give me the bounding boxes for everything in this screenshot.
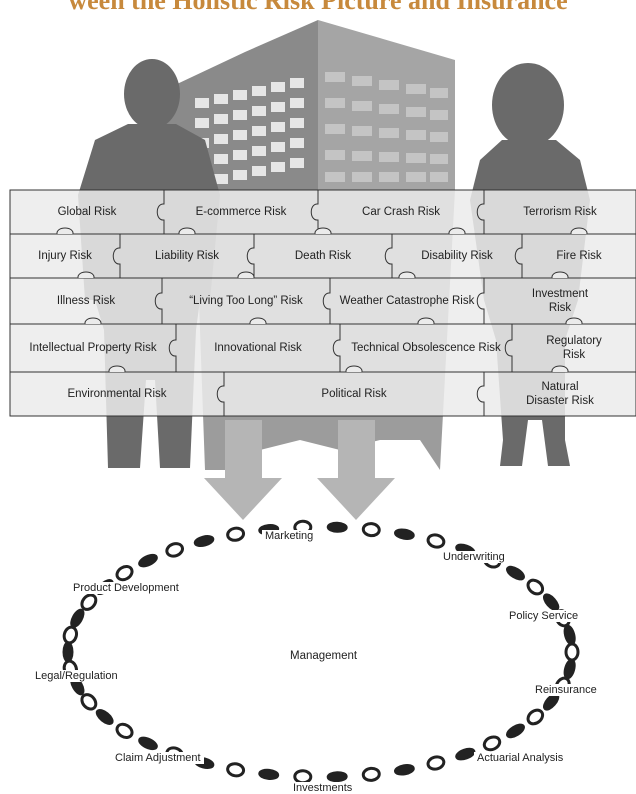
puzzle-piece-label: Liability Risk bbox=[155, 250, 219, 262]
puzzle-piece-label: Death Risk bbox=[294, 250, 352, 262]
puzzle-piece-label: Political Risk bbox=[321, 388, 387, 400]
risk-puzzle bbox=[9, 189, 636, 417]
puzzle-piece-label: Terrorism Risk bbox=[523, 206, 597, 218]
puzzle-piece-label: Innovational Risk bbox=[214, 342, 302, 354]
chain-ring bbox=[62, 519, 580, 785]
down-arrow-icon bbox=[204, 420, 282, 520]
puzzle-piece-label: Injury Risk bbox=[38, 250, 92, 262]
puzzle-piece-label: Technical Obsolescence Risk bbox=[351, 342, 501, 354]
cycle-node-label: Investments bbox=[290, 782, 356, 794]
cycle-node-label: Actuarial Analysis bbox=[474, 752, 567, 764]
puzzle-piece-label: Environmental Risk bbox=[67, 388, 167, 400]
puzzle-piece-label: Disability Risk bbox=[421, 250, 493, 262]
puzzle-piece-label: E-commerce Risk bbox=[195, 206, 287, 218]
puzzle-piece-label: Regulatory Risk bbox=[546, 335, 602, 361]
cycle-center-label: Management bbox=[290, 650, 358, 662]
puzzle-piece-label: Global Risk bbox=[57, 206, 117, 218]
puzzle-piece-label: “Living Too Long” Risk bbox=[189, 295, 303, 307]
cycle-node-label: Policy Service bbox=[506, 610, 582, 622]
cycle-node-label: Legal/Regulation bbox=[32, 670, 121, 682]
puzzle-piece-label: Intellectual Property Risk bbox=[29, 342, 157, 354]
puzzle-piece-label: Fire Risk bbox=[556, 250, 602, 262]
puzzle-piece-label: Natural Disaster Risk bbox=[526, 381, 594, 407]
down-arrow-icon bbox=[317, 420, 395, 520]
puzzle-piece-label: Car Crash Risk bbox=[362, 206, 440, 218]
puzzle-piece-label: Illness Risk bbox=[56, 295, 116, 307]
figure-title: ween the Holistic Risk Picture and Insur… bbox=[68, 0, 568, 15]
cycle-node-label: Product Development bbox=[70, 582, 182, 594]
cycle-node-label: Marketing bbox=[262, 530, 317, 542]
cycle-node-label: Reinsurance bbox=[532, 684, 600, 696]
cycle-node-label: Underwriting bbox=[440, 551, 508, 563]
puzzle-piece-label: Investment Risk bbox=[531, 288, 589, 314]
puzzle-piece-label: Weather Catastrophe Risk bbox=[339, 295, 475, 307]
cycle-node-label: Claim Adjustment bbox=[112, 752, 204, 764]
